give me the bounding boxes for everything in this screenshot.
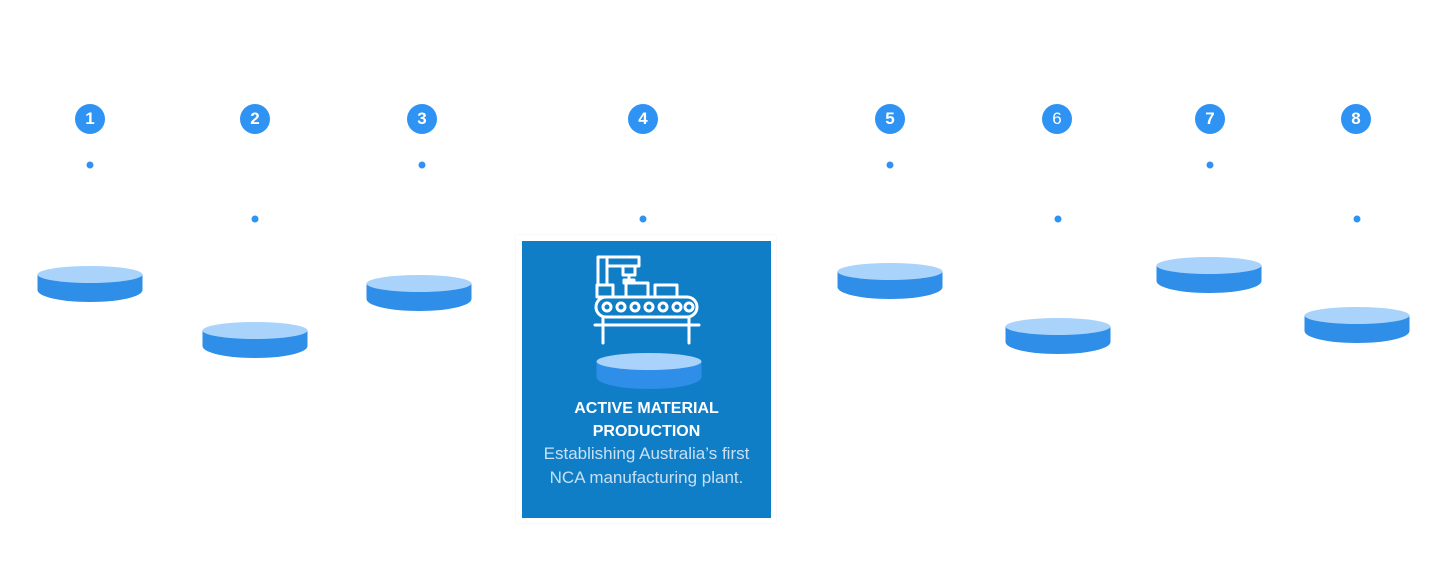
conveyor-robot-arm-icon — [593, 255, 701, 345]
step-3-badge[interactable]: 3 — [407, 104, 437, 134]
step-3-platform[interactable] — [366, 275, 472, 311]
step-4-badge[interactable]: 4 — [628, 104, 658, 134]
active-step-card-body: ACTIVE MATERIAL PRODUCTION Establishing … — [522, 241, 771, 518]
step-1-connector-dot — [86, 161, 94, 169]
step-2-platform[interactable] — [202, 322, 308, 358]
step-7-badge[interactable]: 7 — [1195, 104, 1225, 134]
step-5-platform[interactable] — [837, 263, 943, 299]
step-1-platform[interactable] — [37, 266, 143, 302]
step-3-connector-dot — [418, 161, 426, 169]
step-7-connector-dot — [1206, 161, 1214, 169]
step-2-badge[interactable]: 2 — [240, 104, 270, 134]
step-8-badge[interactable]: 8 — [1341, 104, 1371, 134]
active-step-card[interactable]: ACTIVE MATERIAL PRODUCTION Establishing … — [516, 235, 776, 523]
step-4-platform — [596, 353, 702, 389]
step-1-badge[interactable]: 1 — [75, 104, 105, 134]
step-5-badge[interactable]: 5 — [875, 104, 905, 134]
active-step-description: Establishing Australia’s first NCA manuf… — [543, 444, 750, 487]
step-4-connector-dot — [639, 215, 647, 223]
active-step-title: ACTIVE MATERIAL PRODUCTION — [574, 400, 719, 440]
step-8-connector-dot — [1353, 215, 1361, 223]
step-8-platform[interactable] — [1304, 307, 1410, 343]
step-6-connector-dot — [1054, 215, 1062, 223]
step-6-platform[interactable] — [1005, 318, 1111, 354]
step-6-badge[interactable]: 6 — [1042, 104, 1072, 134]
step-2-connector-dot — [251, 215, 259, 223]
step-7-platform[interactable] — [1156, 257, 1262, 293]
step-5-connector-dot — [886, 161, 894, 169]
